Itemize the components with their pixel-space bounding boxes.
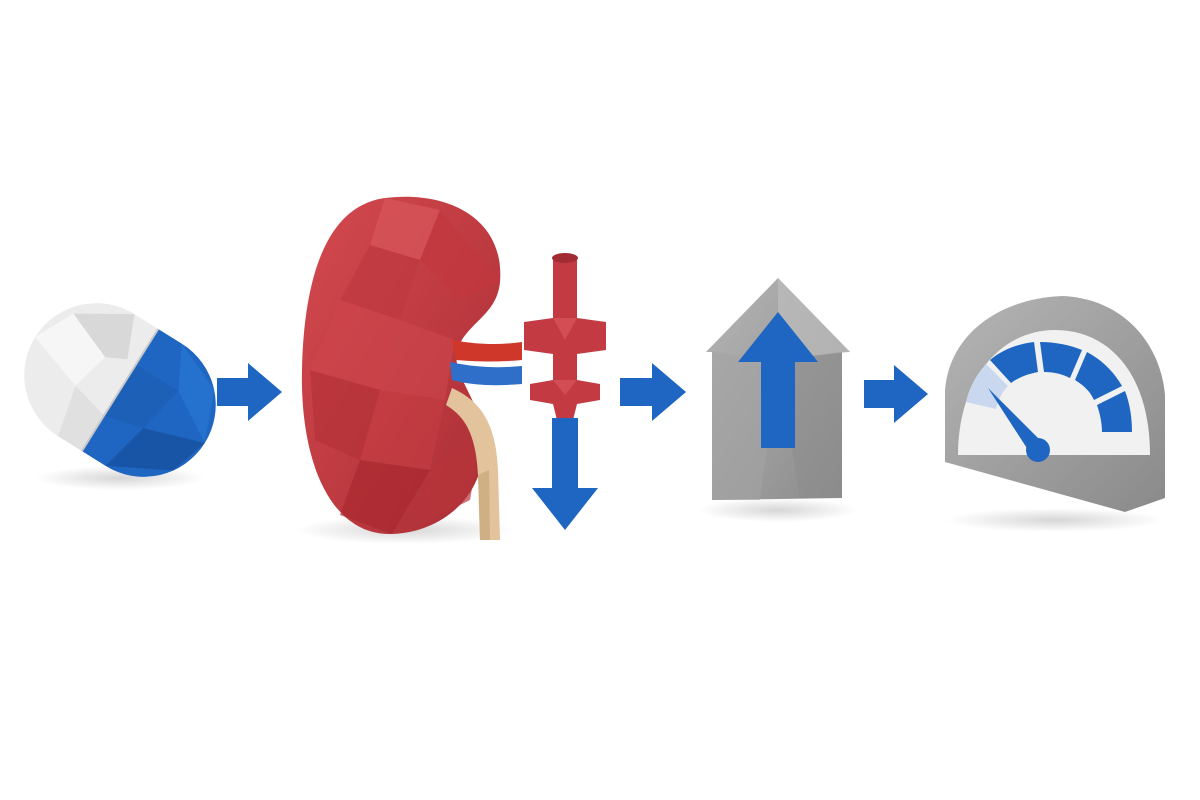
increase-up-arrow-icon xyxy=(698,278,858,522)
right-arrow-icon xyxy=(864,365,928,423)
pill-capsule-icon xyxy=(24,303,216,490)
gauge-meter-icon xyxy=(945,296,1165,532)
right-arrow-icon xyxy=(620,363,686,421)
blood-vessel-constriction-icon xyxy=(524,253,606,530)
right-arrow-icon xyxy=(217,363,282,421)
kidney-icon xyxy=(295,196,522,544)
